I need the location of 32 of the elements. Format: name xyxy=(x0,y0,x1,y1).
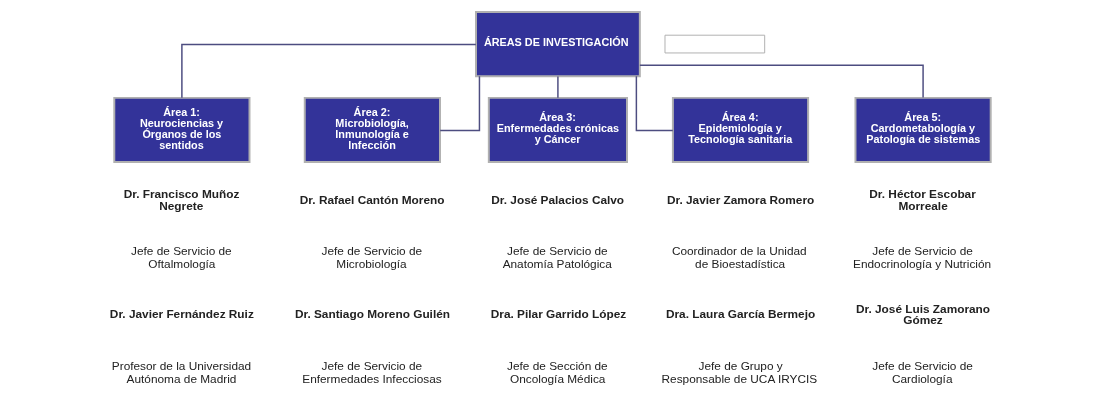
label: Jefe de Servicio de Oftalmología xyxy=(131,244,232,272)
label: Dra. Laura García Bermejo xyxy=(665,307,816,322)
label: Dr. Francisco Muñoz Negrete xyxy=(123,187,240,213)
label: Jefe de Servicio de Cardiología xyxy=(872,358,973,386)
label: Dr. Rafael Cantón Moreno xyxy=(299,192,445,207)
label: Profesor de la Universidad Autónoma de Madrid xyxy=(111,358,252,386)
label: Jefe de Grupo y Responsable de UCA IRYCIS xyxy=(661,358,818,386)
label: Dr. Héctor Escobar Morreale xyxy=(869,187,976,213)
connector xyxy=(635,75,674,132)
label: Dr. José Luis Zamorano Gómez xyxy=(855,301,991,328)
label: Jefe de Servicio de Enfermedades Infecciosas xyxy=(302,358,442,386)
label: Jefe de Sección de Oncología Médica xyxy=(507,358,608,386)
node-box: Área 2: Microbiología, Inmunología e Infección xyxy=(303,96,441,163)
connector xyxy=(439,75,481,132)
label: Dr. José Palacios Calvo xyxy=(491,192,625,207)
label: Jefe de Servicio de Microbiología xyxy=(321,244,423,272)
node-box: Área 4: Epidemiología y Tecnología sanitaria xyxy=(671,96,810,163)
label: Dr. Santiago Moreno Guilén xyxy=(294,307,450,322)
label: Dra. Pilar Garrido López xyxy=(490,307,627,322)
connector xyxy=(181,43,477,99)
connector xyxy=(639,64,924,99)
node-box: Área 1: Neurociencias y Órganos de los sentidos xyxy=(113,96,251,163)
label: Dr. Javier Fernández Ruiz xyxy=(109,307,254,322)
label: Jefe de Servicio de Anatomía Patológica xyxy=(502,244,612,272)
label: Dr. Javier Zamora Romero xyxy=(666,192,815,207)
node-box xyxy=(664,34,766,54)
label: Jefe de Servicio de Endocrinología y Nutrición xyxy=(853,244,992,272)
connector xyxy=(557,75,559,99)
node-box: Área 5: Cardometabología y Patología de sistemas xyxy=(854,96,992,163)
label: Coordinador de la Unidad de Bioestadística xyxy=(671,244,807,272)
node-box: ÁREAS DE INVESTIGACIÓN xyxy=(475,11,641,78)
node-box: Área 3: Enfermedades crónicas y Cáncer xyxy=(487,96,628,163)
